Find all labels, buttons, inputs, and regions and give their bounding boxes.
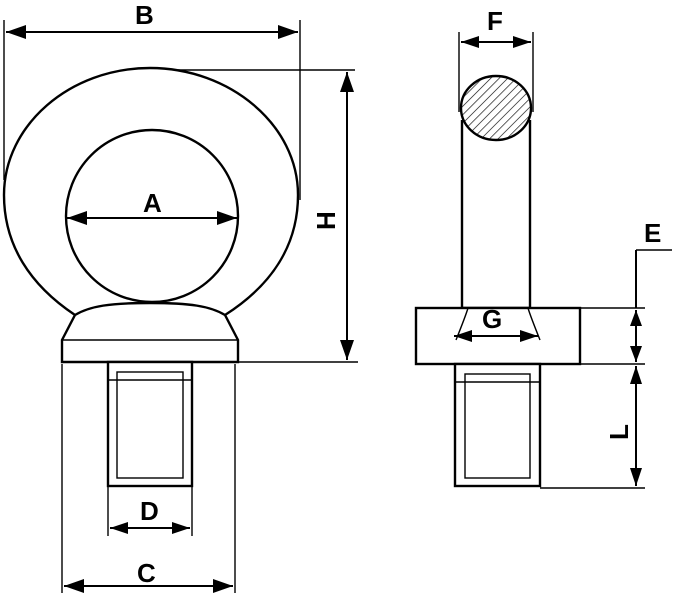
side-view [414,74,582,488]
dimension-l: L [540,366,645,489]
dimension-b: B [3,0,301,200]
eye-side-stem [460,120,532,310]
label-a: A [143,188,162,218]
dimension-f: F [458,6,534,112]
label-c: C [137,558,156,588]
threaded-shank [106,360,194,488]
label-d: D [140,496,159,526]
label-l: L [604,424,634,440]
dimension-e: E [580,218,672,365]
label-h: H [311,211,341,230]
dimension-a: A [67,188,237,225]
label-f: F [487,6,503,36]
dimension-g: G [454,304,538,342]
dimension-h: H [178,69,358,363]
dimension-d: D [107,486,193,536]
side-threaded-shank [453,362,542,488]
label-g: G [482,304,502,334]
collar [60,301,240,364]
label-b: B [135,0,154,30]
dimension-c: C [61,364,236,593]
eye-section-hatched [459,74,533,142]
front-view [2,66,300,488]
label-e: E [644,218,661,248]
